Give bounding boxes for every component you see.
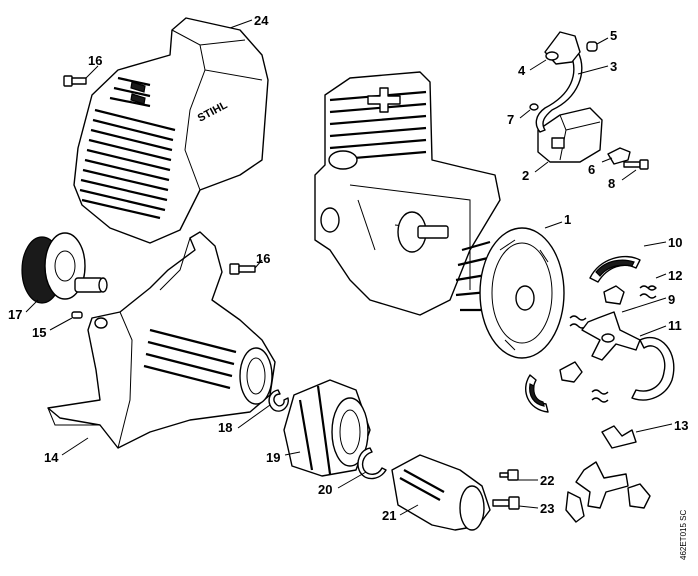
part-21-bearing-housing <box>391 454 491 531</box>
part-10-shoe-lining <box>595 259 635 277</box>
callout-16-mid: 16 <box>256 251 270 266</box>
callout-18: 18 <box>218 420 232 435</box>
part-9-carrier <box>581 311 641 361</box>
part-7-washer <box>529 103 539 111</box>
callout-19: 19 <box>266 450 280 465</box>
part-16-screw-top <box>63 75 87 87</box>
part-8-screw <box>623 159 649 170</box>
callout-15: 15 <box>32 325 46 340</box>
part-2-ignition-module <box>537 107 603 163</box>
callout-2: 2 <box>522 168 529 183</box>
part-16-screw-mid <box>229 263 256 275</box>
part-13-spring-clip <box>601 425 637 449</box>
callout-21: 21 <box>382 508 396 523</box>
part-23-screw <box>492 496 520 510</box>
part-shoe-bottom-left <box>565 491 585 523</box>
part-3-ignition-lead <box>535 51 583 133</box>
part-5-sleeve <box>586 41 598 52</box>
callout-6: 6 <box>588 162 595 177</box>
part-1-flywheel <box>455 227 565 359</box>
part-18-circlip <box>268 389 289 412</box>
part-17-drum <box>21 232 108 304</box>
part-clutch-piece <box>559 361 583 383</box>
callout-17: 17 <box>8 307 22 322</box>
part-clutch-small <box>603 285 625 305</box>
callout-9: 9 <box>668 292 675 307</box>
reference-code: 462ET015 SC <box>679 510 688 560</box>
part-spring-mid <box>569 315 587 329</box>
callout-13: 13 <box>674 418 688 433</box>
callout-11: 11 <box>668 318 682 333</box>
part-spring-low <box>591 389 609 403</box>
callout-20: 20 <box>318 482 332 497</box>
part-15-pin <box>71 311 83 319</box>
callout-7: 7 <box>507 112 514 127</box>
callout-8: 8 <box>608 176 615 191</box>
part-14-housing <box>47 231 276 449</box>
callout-22: 22 <box>540 473 554 488</box>
callout-23: 23 <box>540 501 554 516</box>
part-13-carrier <box>575 461 629 509</box>
engine-block <box>314 71 501 316</box>
callout-14: 14 <box>44 450 59 465</box>
part-19-clutch-drum-sleeve <box>283 379 371 477</box>
callout-1: 1 <box>564 212 571 227</box>
part-22-screw <box>499 469 519 481</box>
callout-10: 10 <box>668 235 682 250</box>
part-shoe-bottom-right <box>627 483 651 509</box>
callout-5: 5 <box>610 28 617 43</box>
callout-12: 12 <box>668 268 682 283</box>
part-12-spring <box>639 285 657 299</box>
part-20-ring <box>357 447 387 480</box>
part-6-terminal <box>607 147 631 165</box>
part-shoe-lining-left <box>529 383 545 407</box>
callout-24: 24 <box>254 13 269 28</box>
part-11-clutch-shoe <box>631 336 675 401</box>
part-4-spark-plug-boot <box>544 31 581 65</box>
callout-16-top: 16 <box>88 53 102 68</box>
part-24-shroud: STIHL <box>73 17 269 244</box>
callout-3: 3 <box>610 59 617 74</box>
callout-4: 4 <box>518 63 526 78</box>
